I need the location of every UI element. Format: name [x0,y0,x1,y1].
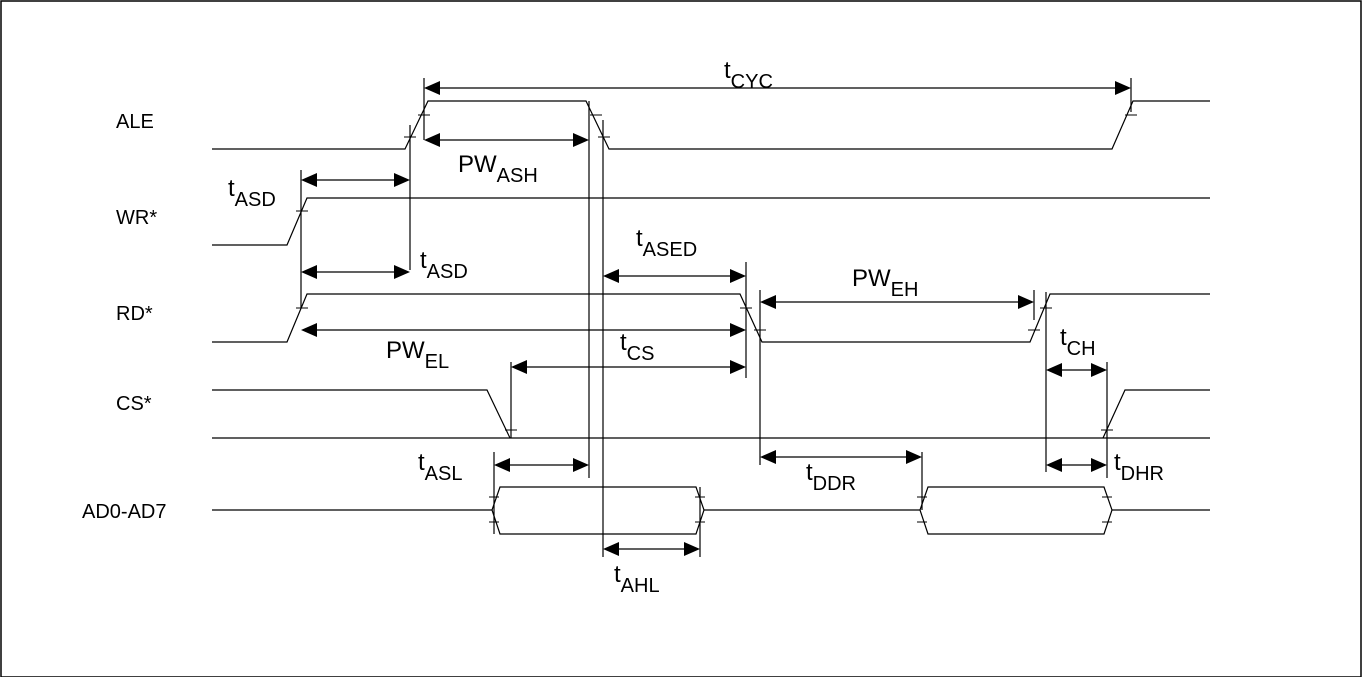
dimension-arrows [301,81,1131,556]
cs-waveform-upper [212,389,511,439]
signal-label-ad: AD0-AD7 [82,501,166,523]
label-tasd-wr: tASD [228,175,276,211]
arrow-tcs [511,360,746,374]
label-tasd-rd: tASD [420,247,468,283]
label-tcyc: tCYC [724,57,773,93]
arrow-tased [603,269,746,283]
reference-lines [300,78,1132,557]
signal-label-cs: CS* [116,393,152,415]
label-tasl: tASL [418,449,462,485]
rd-waveform [212,293,1210,343]
signal-label-wr: WR* [116,207,157,229]
arrow-tasl [494,458,589,472]
arrow-tasd-rd [301,265,410,279]
ad-waveform-address-phase [491,486,705,535]
ad-waveform-data-phase [919,486,1113,535]
arrow-tdhr [1046,458,1107,472]
label-tcs: tCS [620,329,654,365]
arrow-tddr [760,450,922,464]
arrow-pweh [760,295,1034,309]
signal-label-rd: RD* [116,303,153,325]
ale-waveform [212,100,1210,150]
label-tch: tCH [1060,324,1096,360]
label-tddr: tDDR [806,459,856,495]
wr-waveform [212,197,1210,246]
label-tdhr: tDHR [1114,449,1164,485]
arrow-tch [1046,363,1107,377]
label-tased: tASED [636,225,697,261]
transition-ticks [296,114,1137,523]
label-tahl: tAHL [614,561,660,597]
label-pwel: PWEL [386,337,449,373]
cs-waveform-upper-right [1102,389,1210,439]
arrow-tahl [603,542,700,556]
arrow-pwash [424,133,589,147]
arrow-tasd-wr [301,173,410,187]
arrow-pwel [301,323,746,337]
label-pwash: PWASH [458,151,538,187]
label-pweh: PWEH [852,265,918,301]
signal-label-ale: ALE [116,111,154,133]
arrow-tcyc [424,81,1131,95]
